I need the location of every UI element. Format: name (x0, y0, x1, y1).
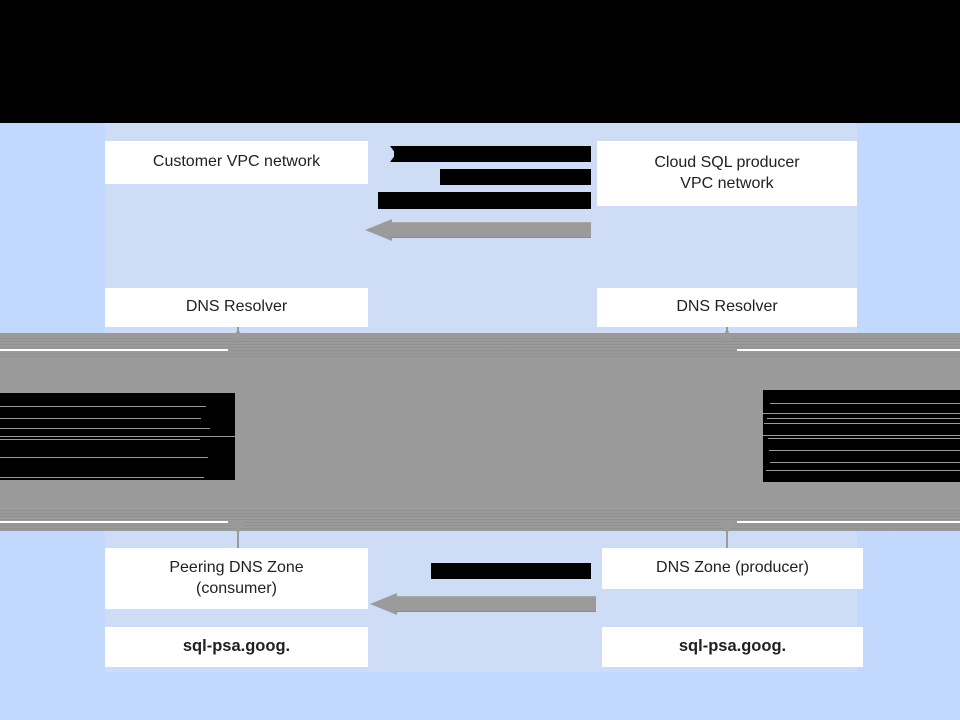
node-sql-psa-goog-producer[interactable]: sql-psa.goog. (602, 627, 863, 667)
node-label: DNS Resolver (676, 298, 778, 316)
node-cloud-sql-producer-vpc-network[interactable]: Cloud SQL producer VPC network (597, 141, 857, 206)
arrow-head (370, 593, 397, 615)
arrow-up-icon-right (720, 329, 734, 341)
arrow-up-icon-left (231, 329, 245, 341)
node-label: Peering DNS Zone (consumer) (169, 558, 303, 599)
arrow-head (365, 219, 392, 241)
arrow-shaft (396, 596, 596, 612)
node-customer-vpc-network[interactable]: Customer VPC network (105, 141, 368, 184)
node-sql-psa-goog-consumer[interactable]: sql-psa.goog. (105, 627, 368, 667)
node-peering-dns-zone-consumer[interactable]: Peering DNS Zone (consumer) (105, 548, 368, 609)
node-label: sql-psa.goog. (678, 637, 787, 656)
connector-stem-left-bottom (237, 528, 239, 548)
redaction-separator (0, 428, 210, 429)
band-gap-top-left (0, 349, 228, 351)
redaction-separator (763, 435, 960, 436)
redaction-separator (770, 462, 960, 463)
redacted-label-bottom-1 (431, 563, 591, 579)
redaction-separator (764, 423, 960, 424)
redaction-separator (0, 439, 200, 440)
redaction-separator (769, 450, 960, 451)
redaction-separator (766, 470, 960, 471)
arrow-left-icon-top (365, 219, 591, 241)
redaction-separator (0, 436, 235, 437)
band-stripes-bottom (0, 508, 960, 530)
node-label: DNS Zone (producer) (656, 559, 809, 577)
node-dns-resolver-producer[interactable]: DNS Resolver (597, 288, 857, 327)
node-label-line2: VPC network (680, 174, 774, 192)
arrow-down-icon-right (720, 522, 734, 534)
redaction-separator (763, 413, 960, 414)
node-label: Customer VPC network (152, 153, 321, 171)
redaction-separator (770, 403, 960, 404)
redacted-text-block-right (763, 390, 960, 482)
redacted-label-top-2 (440, 169, 591, 185)
redacted-label-top-1 (394, 146, 591, 162)
connector-stem-right-bottom (726, 528, 728, 548)
node-dns-zone-producer[interactable]: DNS Zone (producer) (602, 548, 863, 589)
redacted-text-block-left (0, 393, 235, 480)
redacted-label-top-3 (378, 192, 591, 209)
arrow-down-icon-left (231, 522, 245, 534)
redaction-separator (0, 418, 201, 419)
redaction-separator (0, 406, 206, 407)
redaction-separator (0, 457, 208, 458)
redaction-separator (768, 438, 960, 439)
redacted-title-band (0, 0, 960, 123)
node-label: sql-psa.goog. (182, 637, 291, 656)
node-label-line1: Cloud SQL producer (654, 154, 800, 172)
vpc-peering-band-core (238, 334, 728, 530)
node-label-line2: (consumer) (196, 579, 277, 597)
redaction-separator (0, 477, 204, 478)
band-stripes-top (0, 336, 960, 358)
band-gap-top-right (737, 349, 960, 351)
node-label: DNS Resolver (185, 298, 288, 316)
band-gap-bottom-left (0, 521, 228, 523)
node-dns-resolver-consumer[interactable]: DNS Resolver (105, 288, 368, 327)
band-gap-bottom-right (737, 521, 960, 523)
redaction-separator (767, 418, 960, 419)
node-label-line1: Peering DNS Zone (169, 559, 304, 577)
node-label: Cloud SQL producer VPC network (654, 153, 799, 194)
redacted-label-top-1-tip (390, 146, 396, 162)
arrow-shaft (391, 222, 591, 238)
arrow-left-icon-bottom (370, 593, 596, 615)
